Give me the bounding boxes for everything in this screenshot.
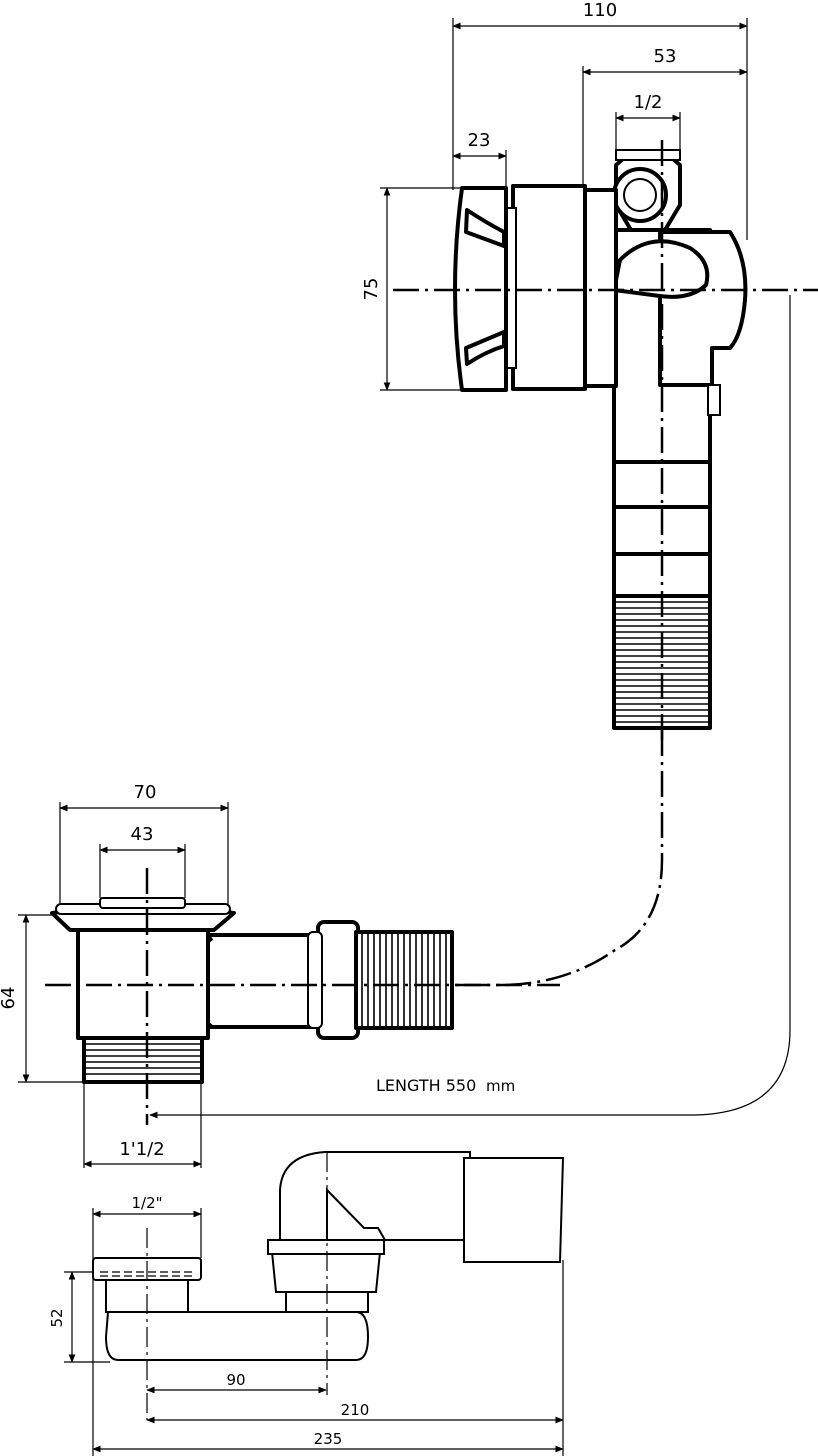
waste-assembly: 70 43 64 1'1/2 <box>0 782 560 1168</box>
dimension-110: 110 <box>452 0 748 240</box>
overflow-width-label: 110 <box>583 0 617 21</box>
dimension-64: 64 <box>0 914 84 1083</box>
trap-total-label: 235 <box>314 1430 343 1448</box>
overflow-assembly: 110 53 1/2 23 75 <box>361 0 818 740</box>
dimension-inlet-thread: 1/2 <box>615 92 681 150</box>
dimension-52: 52 <box>48 1271 110 1363</box>
overflow-offset-label: 53 <box>654 46 677 67</box>
dimension-70: 70 <box>59 782 229 905</box>
overflow-hose-ribs <box>616 601 708 723</box>
waste-outer-label: 70 <box>134 782 157 803</box>
waste-thread-label: 1'1/2 <box>119 1139 164 1160</box>
dimension-waste-thread: 1'1/2 <box>83 1082 202 1168</box>
cable-length-unit: mm <box>486 1077 515 1095</box>
waste-height-label: 64 <box>0 987 19 1010</box>
dimension-43: 43 <box>99 824 186 898</box>
dimension-90: 90 <box>146 1371 327 1394</box>
dimension-75: 75 <box>361 187 462 391</box>
trap-height-label: 52 <box>48 1308 66 1327</box>
bowden-cable <box>455 730 664 987</box>
waste-inner-label: 43 <box>131 824 154 845</box>
trap-length-label: 210 <box>341 1401 370 1419</box>
trap-inlet-label: 1/2" <box>131 1194 162 1212</box>
dimension-53: 53 <box>582 46 748 190</box>
overflow-depth-label: 23 <box>468 130 491 151</box>
trap-assembly: 1/2" 52 40 50 <box>48 1151 565 1456</box>
trap-offset-label: 90 <box>226 1371 245 1389</box>
length-indicator <box>149 295 791 1119</box>
overflow-height-label: 75 <box>361 278 382 301</box>
dimension-210: 210 <box>146 1260 564 1456</box>
inlet-thread-label: 1/2 <box>634 92 663 113</box>
cable-length-label: LENGTH 550 <box>376 1076 476 1095</box>
dimension-trap-inlet: 1/2" <box>92 1194 202 1456</box>
dimension-23: 23 <box>452 130 507 188</box>
dimension-235: 235 <box>92 1430 564 1453</box>
